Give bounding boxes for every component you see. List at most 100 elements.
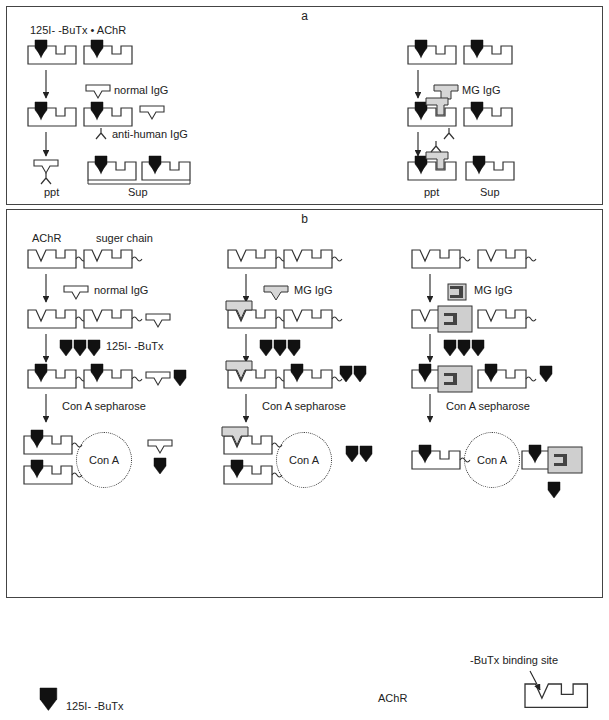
arrow xyxy=(46,274,47,302)
achr-symbol xyxy=(522,445,582,473)
achr-symbol xyxy=(478,250,536,268)
butx-symbol xyxy=(354,366,366,382)
con-a-bead: Con A xyxy=(76,432,132,488)
legend-text: AChR xyxy=(378,692,407,705)
con-a-bead: Con A xyxy=(276,432,332,488)
achr-symbol xyxy=(224,460,282,484)
label: MG IgG xyxy=(462,84,501,97)
achr-symbol xyxy=(84,250,142,268)
anti-igg-symbol xyxy=(41,173,51,184)
butx-symbol xyxy=(74,340,86,356)
arrow xyxy=(46,132,47,156)
butx-symbol xyxy=(346,446,358,462)
label: ppt xyxy=(424,186,439,199)
butx-symbol xyxy=(288,340,300,356)
achr-symbol xyxy=(408,40,456,64)
label: 125I- -BuTx • AChR xyxy=(30,24,126,37)
bead-label: Con A xyxy=(89,454,119,466)
achr-symbol xyxy=(28,250,86,268)
achr-symbol xyxy=(226,301,286,328)
label: suger chain xyxy=(96,232,153,245)
achr-symbol xyxy=(284,310,342,328)
achr-symbol xyxy=(142,156,190,180)
mg-igg-symbol xyxy=(434,85,458,99)
achr-symbol xyxy=(284,250,342,268)
arrow xyxy=(246,334,247,362)
achr-symbol xyxy=(412,250,470,268)
arrow xyxy=(430,274,431,302)
label: Con A sepharose xyxy=(262,400,346,413)
butx-symbol xyxy=(444,340,456,356)
panel-letter: a xyxy=(301,9,308,23)
arrow xyxy=(46,70,47,98)
arrow xyxy=(530,671,540,690)
achr-symbol xyxy=(478,310,536,328)
butx-symbol xyxy=(88,340,100,356)
butx-symbol xyxy=(60,340,72,356)
mg-igg-symbol xyxy=(264,286,288,300)
butx-symbol xyxy=(260,340,272,356)
label: Sup xyxy=(480,186,500,199)
label: Sup xyxy=(128,186,148,199)
butx-symbol xyxy=(472,340,484,356)
butx-symbol xyxy=(154,458,166,474)
normal-igg-symbol xyxy=(140,106,164,119)
arrow xyxy=(430,334,431,362)
label: MG IgG xyxy=(294,284,333,297)
label: AChR xyxy=(32,232,61,245)
anti-igg-symbol xyxy=(96,128,106,139)
arrow xyxy=(418,70,419,98)
achr-symbol xyxy=(84,40,132,64)
normal-igg-symbol xyxy=(86,85,110,98)
arrow xyxy=(246,274,247,302)
label: Con A sepharose xyxy=(62,400,146,413)
normal-igg-symbol xyxy=(146,372,170,385)
butx-symbol xyxy=(548,482,560,498)
label: -BuTx binding site xyxy=(470,654,558,667)
achr-symbol xyxy=(412,306,472,332)
butx-symbol xyxy=(360,446,372,462)
label: normal IgG xyxy=(114,84,168,97)
normal-igg-symbol xyxy=(146,314,170,327)
butx-symbol xyxy=(540,366,552,382)
achr-symbol xyxy=(466,156,514,180)
butx-symbol xyxy=(274,340,286,356)
butx-symbol xyxy=(458,340,470,356)
arrow xyxy=(46,334,47,362)
arrow xyxy=(418,132,419,156)
achr-symbol xyxy=(478,364,536,388)
label: ppt xyxy=(44,186,59,199)
achr-symbol xyxy=(408,98,456,126)
achr-symbol xyxy=(28,364,86,388)
achr-symbol xyxy=(408,152,456,180)
normal-igg-symbol xyxy=(64,286,88,299)
achr-symbol xyxy=(464,40,512,64)
achr-symbol xyxy=(525,684,587,707)
achr-symbol xyxy=(84,310,142,328)
bead-label: Con A xyxy=(477,454,507,466)
label: anti-human IgG xyxy=(112,128,188,141)
anti-igg-symbol xyxy=(444,128,454,139)
achr-symbol xyxy=(228,250,286,268)
achr-symbol xyxy=(222,427,282,454)
anti-igg-symbol xyxy=(431,141,441,152)
achr-symbol xyxy=(284,364,342,388)
label: Con A sepharose xyxy=(446,400,530,413)
achr-symbol xyxy=(412,364,472,392)
label: normal IgG xyxy=(94,284,148,297)
arrow xyxy=(430,394,431,422)
achr-symbol xyxy=(28,102,76,126)
label: MG IgG xyxy=(474,284,513,297)
achr-symbol xyxy=(28,310,86,328)
bracket xyxy=(88,180,190,184)
label: 125I- -BuTx xyxy=(106,340,163,353)
achr-symbol xyxy=(88,156,136,180)
achr-symbol xyxy=(84,102,132,126)
normal-igg-symbol xyxy=(34,160,58,173)
mg-igg-symbol xyxy=(448,284,466,300)
butx-symbol xyxy=(340,366,352,382)
arrow xyxy=(246,394,247,422)
butx-symbol xyxy=(174,370,186,386)
arrow xyxy=(46,394,47,422)
